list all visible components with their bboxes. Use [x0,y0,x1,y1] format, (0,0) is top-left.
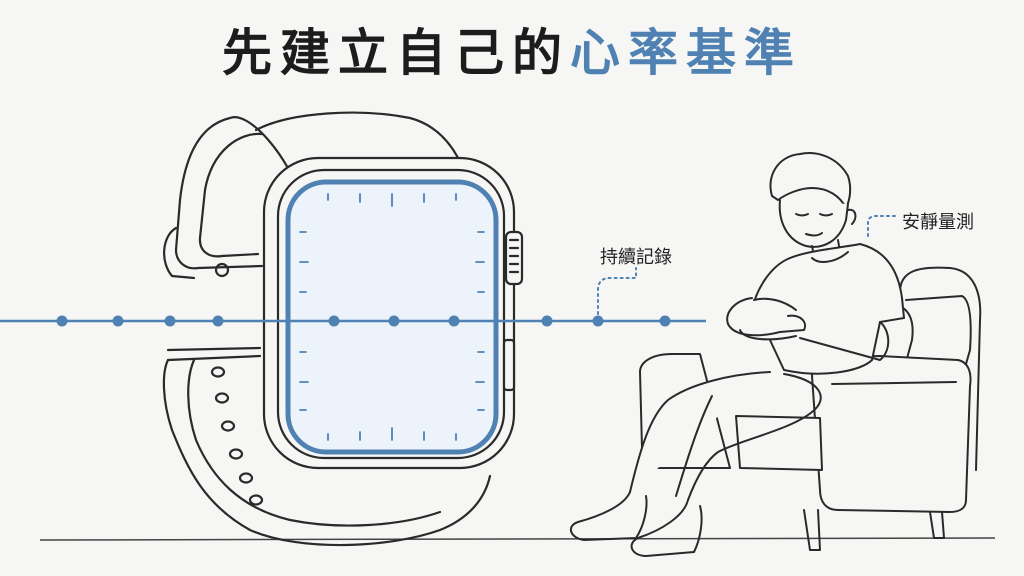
title-accent-part: 心率基準 [570,24,802,82]
timeline-point [448,315,460,327]
timeline-point [164,315,176,327]
resting-measure-leader [867,215,897,237]
continuous-record-leader [597,267,637,315]
ground-line [39,537,996,541]
timeline-point [388,315,400,327]
timeline-point [112,315,124,327]
title-dark-part: 先建立自己的 [222,24,570,82]
resting-measure-label: 安靜量測 [902,212,974,233]
timeline-point [541,315,553,327]
timeline-point [592,315,604,327]
timeline-point [328,315,340,327]
measurement-timeline [0,315,706,327]
seated-person-icon [569,152,905,557]
timeline-point [659,315,671,327]
continuous-record-label: 持續記錄 [600,247,672,268]
page-title: 先建立自己的心率基準 [0,18,1024,88]
timeline-point [56,315,68,327]
timeline-point [212,315,224,327]
watch-screen-ticks [299,193,485,441]
